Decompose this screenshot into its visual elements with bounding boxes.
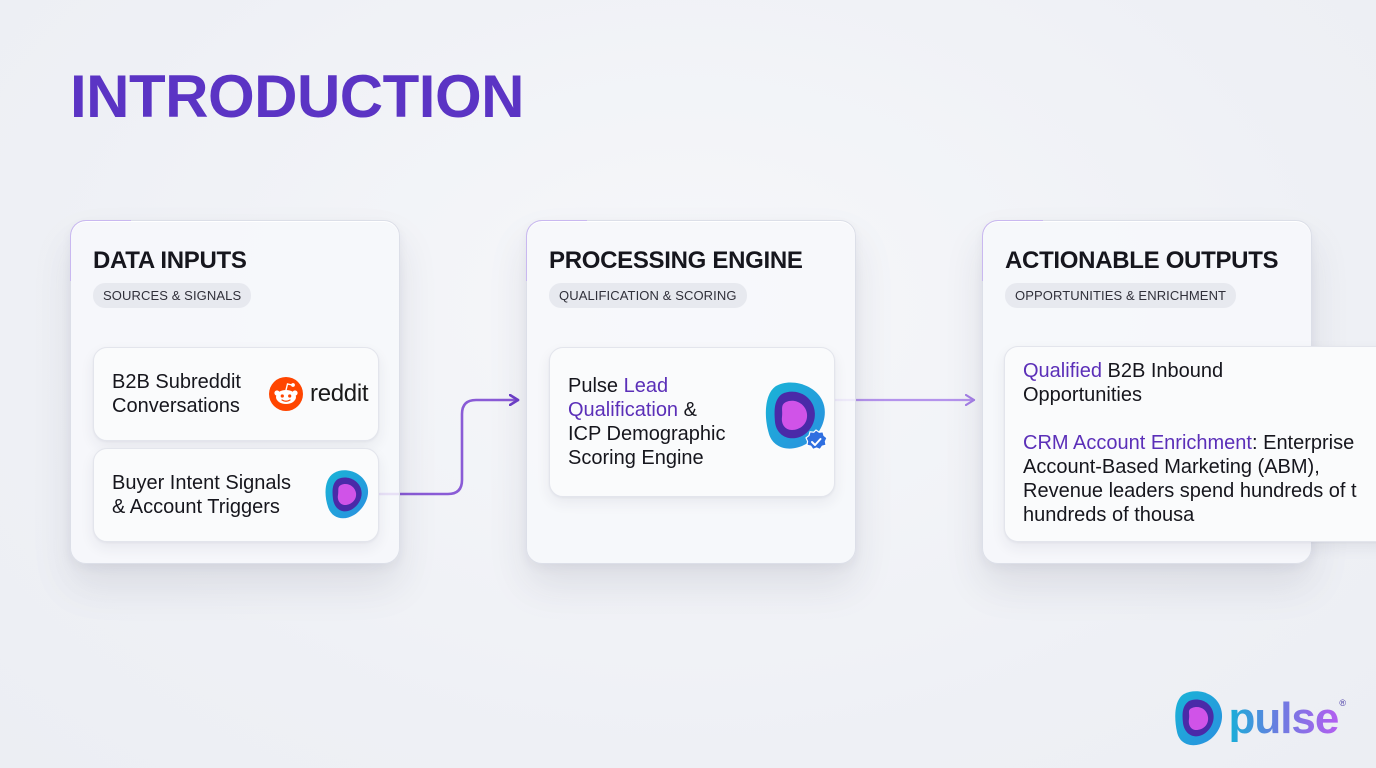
panel-title: DATA INPUTS — [93, 247, 247, 274]
panel-data-inputs: DATA INPUTS SOURCES & SIGNALS B2B Subred… — [70, 220, 400, 564]
text-accent: Lead — [623, 375, 669, 397]
card-line: Conversations — [112, 395, 240, 417]
reddit-wordmark: reddit — [310, 380, 369, 407]
card-line: Account-Based Marketing (ABM), — [1023, 456, 1320, 478]
card-line: Qualified B2B Inbound — [1023, 359, 1357, 383]
card-pulse-engine: Pulse Lead Qualification & ICP Demograph… — [549, 347, 835, 497]
card-line: Scoring Engine — [568, 447, 704, 469]
panel-processing-engine: PROCESSING ENGINE QUALIFICATION & SCORIN… — [526, 220, 856, 564]
card-line: Opportunities — [1023, 384, 1142, 406]
card-line: CRM Account Enrichment: Enterprise — [1023, 431, 1357, 455]
reddit-logo: reddit — [268, 376, 369, 412]
connector-inputs-to-engine — [378, 400, 520, 496]
panel-title: PROCESSING ENGINE — [549, 247, 803, 274]
pulse-brand-logo: pulse ® — [1174, 688, 1346, 750]
panel-title: ACTIONABLE OUTPUTS — [1005, 247, 1279, 274]
reddit-icon — [269, 377, 303, 411]
panel-chip: QUALIFICATION & SCORING — [549, 283, 747, 308]
registered-mark: ® — [1339, 698, 1346, 708]
text-segment: & — [683, 399, 697, 421]
text-segment: Pulse — [568, 375, 619, 397]
pulse-wordmark: pulse — [1228, 694, 1339, 743]
card-line: Pulse Lead — [568, 374, 725, 398]
card-line: & Account Triggers — [112, 496, 280, 518]
text-accent: Qualification — [568, 399, 679, 421]
text-segment: : Enterprise — [1251, 432, 1355, 454]
text-segment: B2B Inbound — [1101, 360, 1224, 382]
text-accent: CRM Account Enrichment — [1023, 432, 1252, 454]
page-title: INTRODUCTION — [70, 63, 524, 130]
card-line: Buyer Intent Signals — [112, 472, 291, 494]
card-line: hundreds of thousa — [1023, 504, 1195, 526]
card-outputs: Qualified B2B Inbound Opportunities CRM … — [1004, 346, 1376, 542]
text-accent: Qualified — [1023, 360, 1102, 382]
card-line: Revenue leaders spend hundreds of t — [1023, 480, 1357, 502]
pulse-logo-icon — [1175, 691, 1223, 746]
pulse-blob-icon — [325, 470, 369, 519]
panel-chip: SOURCES & SIGNALS — [93, 283, 252, 308]
card-b2b-subreddit: B2B Subreddit Conversations reddit — [93, 347, 379, 441]
pulse-verified-icon — [765, 382, 828, 451]
card-buyer-intent: Buyer Intent Signals & Account Triggers — [93, 448, 379, 542]
panel-chip: OPPORTUNITIES & ENRICHMENT — [1005, 283, 1237, 308]
card-line: B2B Subreddit — [112, 371, 241, 393]
card-line: Qualification & — [568, 398, 725, 422]
card-line: ICP Demographic — [568, 423, 726, 445]
